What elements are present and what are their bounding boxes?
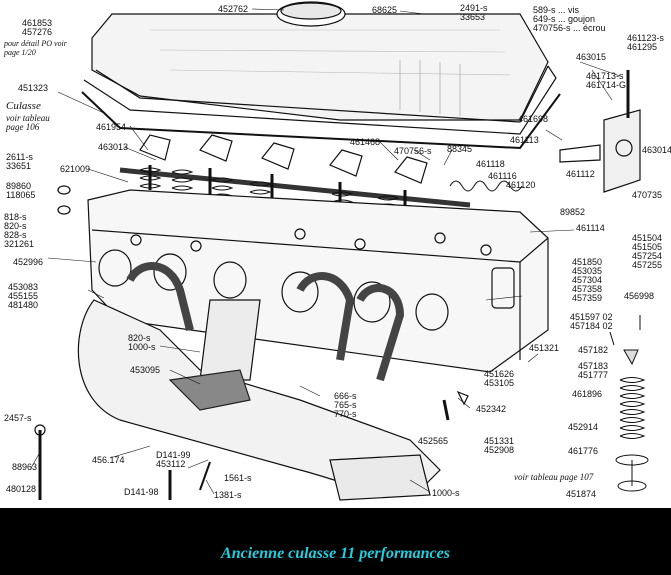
exploded-view-sheet: 452762 68625 2491-s 33653 589-s ... vis … bbox=[0, 0, 671, 508]
rocker-assembly-drawing bbox=[119, 134, 471, 216]
small-parts-left-drawing bbox=[34, 185, 469, 500]
part-label-88345: 88345 bbox=[447, 144, 473, 154]
part-label-451331: 451331 452908 bbox=[484, 436, 515, 455]
part-label-451850: 451850 453035 457304 457358 457359 bbox=[572, 257, 603, 303]
part-label-820: 820-s 1000-s bbox=[128, 333, 156, 352]
cylinder-head-drawing bbox=[87, 189, 549, 373]
cover-gasket bbox=[81, 91, 561, 150]
part-label-1381: 1381-s bbox=[214, 490, 242, 500]
part-label-461954: 461954 bbox=[96, 122, 127, 132]
part-label-621009: 621009 bbox=[60, 164, 91, 174]
part-label-457182: 457182 bbox=[578, 345, 609, 355]
part-label-451874: 451874 bbox=[566, 489, 597, 499]
part-label-1561: 1561-s bbox=[224, 473, 252, 483]
part-label-461468: 461468 bbox=[350, 137, 381, 147]
valve-cover-drawing bbox=[83, 1, 557, 135]
part-label-d141-99: D141-99 453112 bbox=[156, 450, 191, 469]
part-label-456998: 456998 bbox=[624, 291, 655, 301]
part-label-461120: 461120 bbox=[506, 180, 536, 190]
engine-head-exploded-drawing bbox=[29, 1, 649, 501]
part-label-2457: 2457-s bbox=[4, 413, 32, 423]
part-label-453095: 453095 bbox=[130, 365, 161, 375]
part-label-2491: 2491-s 33653 bbox=[460, 3, 488, 22]
part-label-68625: 68625 bbox=[372, 5, 398, 15]
part-label-461896: 461896 bbox=[572, 389, 603, 399]
part-label-589: 589-s ... vis 649-s ... goujon 470756-s … bbox=[533, 5, 606, 33]
part-label-480128: 480128 bbox=[6, 484, 37, 494]
part-label-463015: 463015 bbox=[576, 52, 607, 62]
part-label-451504: 451504 451505 457254 457255 bbox=[632, 233, 663, 270]
part-label-463013: 463013 bbox=[98, 142, 129, 152]
exhaust-manifold-drawing bbox=[77, 262, 441, 501]
part-label-666: 666-s 765-s 770-s bbox=[334, 391, 357, 419]
part-label-461113: 461113 bbox=[510, 135, 539, 145]
note-voir-tableau-106: voir tableau page 106 bbox=[6, 113, 50, 132]
part-label-461776: 461776 bbox=[568, 446, 599, 456]
part-label-89852: 89852 bbox=[560, 207, 586, 217]
part-label-461118: 461118 bbox=[476, 159, 505, 169]
part-label-461123: 461123-s 461295 bbox=[627, 33, 664, 52]
part-label-2611: 2611-s 33651 bbox=[6, 152, 33, 171]
part-label-461114: 461114 bbox=[576, 223, 605, 233]
part-label-451626: 451626 453105 bbox=[484, 369, 515, 388]
note-culasse: Culasse bbox=[6, 100, 41, 112]
note-pour-detail: pour détail PO voir page 1/20 bbox=[4, 39, 67, 57]
part-label-451597: 451597 02 457184 02 bbox=[570, 312, 613, 331]
part-label-457183: 457183 451777 bbox=[578, 361, 609, 380]
part-label-452565: 452565 bbox=[418, 436, 449, 446]
leader-lines bbox=[29, 8, 621, 495]
part-label-452762: 452762 bbox=[218, 4, 249, 14]
part-label-88963: 88963 bbox=[12, 462, 38, 472]
part-label-452996: 452996 bbox=[13, 257, 44, 267]
part-label-461853: 461853 457276 bbox=[22, 18, 53, 37]
rocker-bracket-drawing bbox=[559, 70, 641, 193]
image-caption: Ancienne culasse 11 performances bbox=[221, 545, 450, 562]
part-label-818: 818-s 820-s 828-s 321261 bbox=[4, 212, 35, 249]
part-label-453083: 453083 455155 481480 bbox=[8, 282, 39, 310]
part-label-1000: 1000-s bbox=[432, 488, 460, 498]
part-label-461698: 461698 bbox=[518, 114, 549, 124]
part-label-452342: 452342 bbox=[476, 404, 507, 414]
valve-assembly-right-drawing bbox=[609, 315, 649, 492]
part-label-461112: 461112 bbox=[566, 169, 595, 179]
part-label-461116: 461116 bbox=[488, 171, 517, 181]
part-label-451321: 451321 bbox=[529, 343, 560, 353]
part-label-463014: 463014 bbox=[642, 145, 671, 155]
part-label-452914: 452914 bbox=[568, 422, 599, 432]
part-label-470756: 470756-s bbox=[394, 146, 432, 156]
note-voir-tableau-107: voir tableau page 107 bbox=[514, 472, 594, 482]
part-label-451323: 451323 bbox=[18, 83, 49, 93]
part-label-470735: 470735 bbox=[632, 190, 663, 200]
part-label-d141-98: D141-98 bbox=[124, 487, 159, 497]
part-label-456174: 456.174 bbox=[92, 455, 125, 465]
part-label-461713: 461713-s 461714-G bbox=[586, 71, 627, 90]
part-label-89860: 89860 118065 bbox=[6, 181, 36, 200]
